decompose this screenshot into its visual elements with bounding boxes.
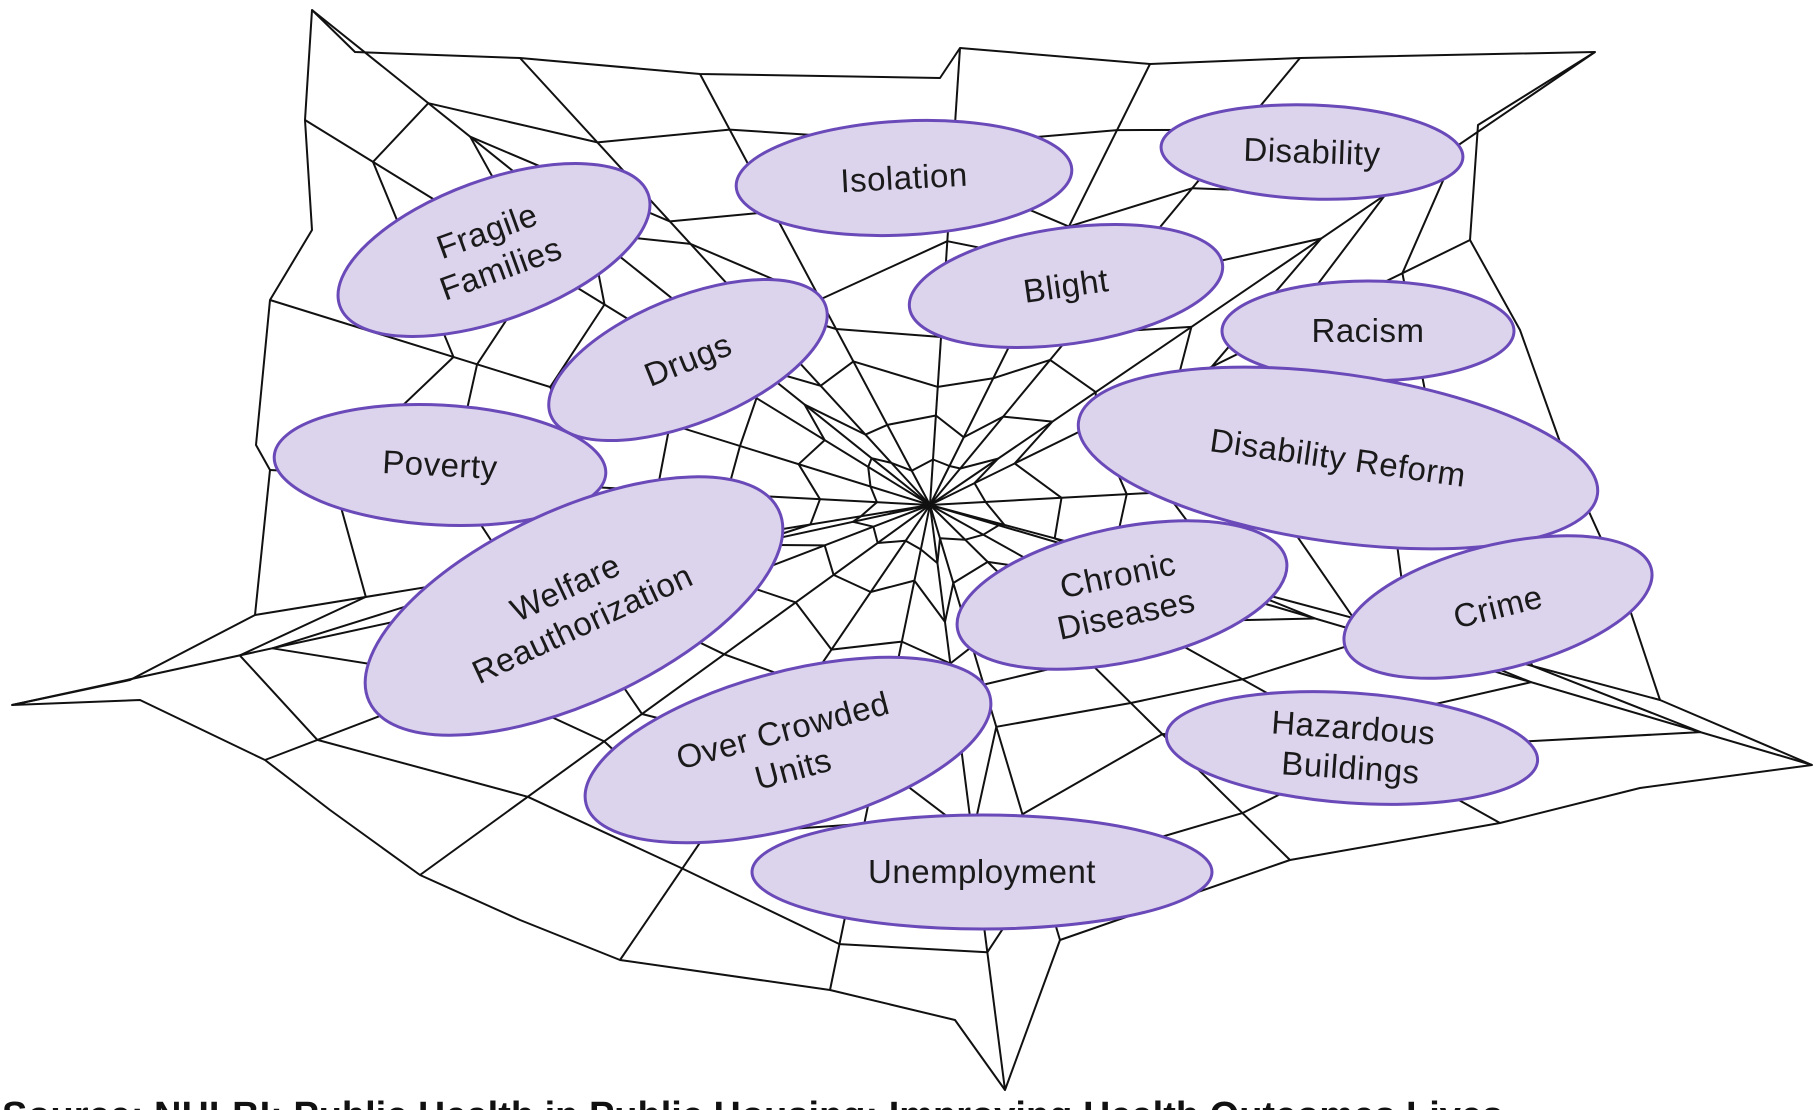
node-label: Poverty: [381, 443, 498, 486]
web-ring: [746, 403, 1078, 623]
source-footer: Source: NHLBI; Public Health in Public H…: [2, 1095, 1503, 1110]
node-label: Unemployment: [868, 853, 1096, 890]
node-ellipse: [750, 813, 1214, 931]
node-label: Disability: [1243, 131, 1381, 173]
node-ellipse: [955, 519, 1289, 671]
web-spoke: [699, 73, 931, 506]
node-crime: Crime: [1342, 534, 1654, 680]
node-label: Isolation: [839, 156, 968, 200]
web-spoke: [929, 504, 1291, 861]
node-ellipse: [272, 402, 608, 528]
web-ring: [238, 102, 1702, 954]
web-ring: [852, 457, 1006, 565]
node-ellipse: [734, 118, 1074, 238]
node-drugs: Drugs: [547, 277, 829, 443]
node-ellipse: [1342, 534, 1654, 680]
node-disability-reform: Disability Reform: [1076, 365, 1600, 551]
node-blight: Blight: [907, 222, 1225, 350]
node-ellipse: [907, 222, 1225, 350]
node-ellipse: [547, 277, 829, 443]
node-racism: Racism: [1220, 279, 1516, 383]
web-spoke: [929, 51, 1596, 506]
node-ellipse: [1164, 690, 1540, 806]
node-label: Racism: [1311, 312, 1424, 349]
web-spoke: [304, 119, 931, 506]
node-ellipse: [583, 655, 993, 845]
node-ellipse: [336, 162, 652, 338]
web-spoke: [519, 57, 931, 506]
node-unemployment: Unemployment: [750, 813, 1214, 931]
web-spoke: [419, 504, 931, 876]
node-isolation: Isolation: [734, 118, 1074, 238]
node-ellipse: [363, 475, 785, 737]
node-ellipse: [1159, 103, 1465, 201]
node-ellipse: [1076, 365, 1600, 551]
web-spoke: [929, 504, 1006, 1091]
node-disability: Disability: [1159, 103, 1465, 201]
node-poverty: Poverty: [272, 402, 608, 528]
